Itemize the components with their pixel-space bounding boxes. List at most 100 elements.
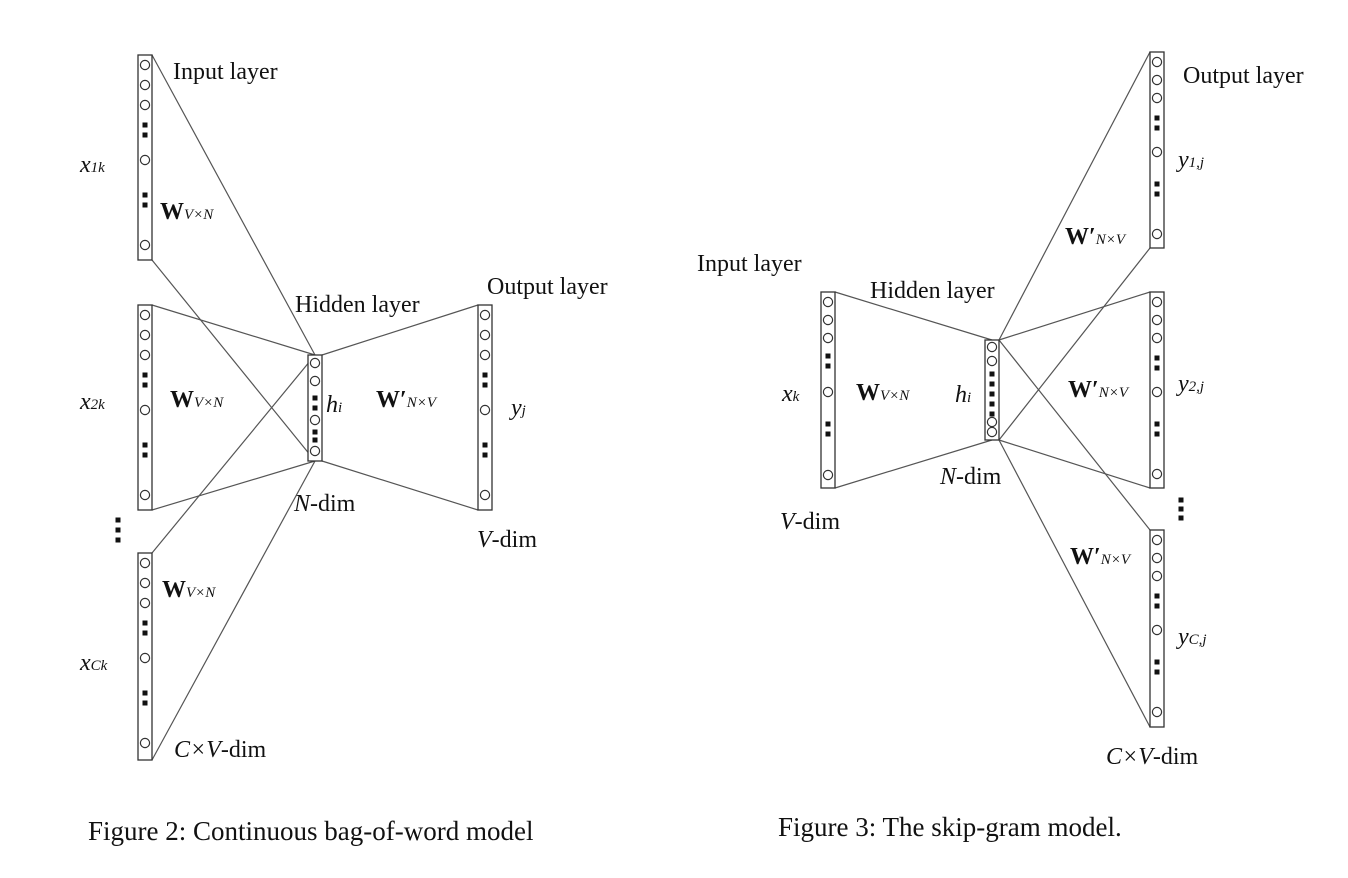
sg-output-layer-3-ellipsis-dot <box>1154 593 1160 599</box>
cbow-input-layer-2-ellipsis-dot <box>142 382 148 388</box>
sg-output-layer-2-ellipsis-dot <box>1154 355 1160 361</box>
sg-output-layer-3-node <box>1151 624 1163 636</box>
sg-output-layer-1-ellipsis-dot <box>1154 125 1160 131</box>
sg-output-layer-1-ellipsis-dot <box>1154 191 1160 197</box>
cbow-input-layer-1-ellipsis-dot <box>142 132 148 138</box>
sg-input-layer-ellipsis-dot <box>825 421 831 427</box>
cbow-input-layer-2-node <box>139 404 151 416</box>
cbow-input-layer-3 <box>137 552 153 761</box>
cbow-connection-line <box>151 460 316 511</box>
sg-connection-line <box>998 291 1151 341</box>
cbow-output-layer-ellipsis-dot <box>482 372 488 378</box>
sg-input-layer-node <box>822 332 834 344</box>
sg-output-var-1: y1,j <box>1178 147 1205 173</box>
cbow-output-layer-node <box>479 404 491 416</box>
sg-output-var-2: y2,j <box>1178 371 1205 397</box>
cbow-vertical-ellipsis-dot <box>115 517 121 523</box>
sg-output-var-c: yC,j <box>1178 624 1207 650</box>
sg-output-layer-2-node <box>1151 386 1163 398</box>
sg-connection-line <box>998 339 1151 531</box>
sg-weight-in: WV×N <box>856 380 910 406</box>
cbow-input-layer-label: Input layer <box>173 59 278 85</box>
sg-hidden-layer-node <box>986 426 998 438</box>
sg-weight-out-1: W′N×V <box>1065 224 1126 250</box>
sg-input-layer-node <box>822 386 834 398</box>
cbow-weight-out: W′N×V <box>376 387 437 413</box>
cbow-hidden-layer <box>307 354 323 462</box>
cbow-hidden-layer-node <box>309 414 321 426</box>
cbow-weight-in-2: WV×N <box>170 387 224 413</box>
cbow-output-layer-ellipsis-dot <box>482 442 488 448</box>
cbow-connection-line <box>151 259 316 462</box>
cbow-hidden-layer-node <box>309 445 321 457</box>
cbow-hidden-layer-label: Hidden layer <box>295 292 420 318</box>
sg-weight-out-2: W′N×V <box>1068 377 1129 403</box>
cbow-input-layer-3-node <box>139 737 151 749</box>
sg-hidden-var: hi <box>955 382 972 408</box>
sg-hidden-layer-ellipsis-dot <box>989 411 995 417</box>
sg-vertical-ellipsis-dot <box>1178 515 1184 521</box>
cbow-input-dim: C×V-dim <box>174 737 267 763</box>
cbow-input-layer-3-ellipsis-dot <box>142 630 148 636</box>
cbow-input-layer-2-ellipsis-dot <box>142 442 148 448</box>
sg-input-layer-label: Input layer <box>697 251 802 277</box>
sg-hidden-layer-box <box>984 339 1000 441</box>
cbow-weight-in-1: WV×N <box>160 199 214 225</box>
sg-output-layer-1-node <box>1151 74 1163 86</box>
sg-output-layer-2-ellipsis-dot <box>1154 365 1160 371</box>
sg-output-layer-1 <box>1149 51 1165 249</box>
sg-hidden-layer-ellipsis-dot <box>989 381 995 387</box>
cbow-hidden-layer-ellipsis-dot <box>312 429 318 435</box>
cbow-input-layer-1-ellipsis-dot <box>142 122 148 128</box>
cbow-input-var-1: x1k <box>80 152 105 178</box>
cbow-input-layer-2 <box>137 304 153 511</box>
cbow-output-layer <box>477 304 493 511</box>
sg-input-layer-ellipsis-dot <box>825 353 831 359</box>
cbow-connection-line <box>151 54 316 356</box>
cbow-output-layer-ellipsis-dot <box>482 382 488 388</box>
sg-output-layer-3-node <box>1151 570 1163 582</box>
sg-output-layer-2-node <box>1151 314 1163 326</box>
cbow-input-var-c: xCk <box>80 650 108 676</box>
sg-output-layer-1-ellipsis-dot <box>1154 181 1160 187</box>
sg-input-var: xk <box>782 381 800 407</box>
cbow-input-layer-2-ellipsis-dot <box>142 452 148 458</box>
sg-output-layer-3-node <box>1151 552 1163 564</box>
cbow-weight-in-c: WV×N <box>162 577 216 603</box>
cbow-hidden-layer-ellipsis-dot <box>312 437 318 443</box>
sg-input-layer-ellipsis-dot <box>825 363 831 369</box>
sg-output-layer-1-node <box>1151 92 1163 104</box>
sg-connection-line <box>998 439 1151 728</box>
cbow-caption: Figure 2: Continuous bag-of-word model <box>88 816 534 846</box>
cbow-connection-line <box>151 354 316 554</box>
cbow-input-layer-3-ellipsis-dot <box>142 690 148 696</box>
sg-output-layer-1-node <box>1151 56 1163 68</box>
cbow-input-layer-1-node <box>139 239 151 251</box>
sg-output-layer-3-ellipsis-dot <box>1154 603 1160 609</box>
cbow-hidden-dim: N-dim <box>294 491 356 517</box>
sg-hidden-layer-node <box>986 355 998 367</box>
cbow-input-layer-3-node <box>139 652 151 664</box>
cbow-input-layer-1-node <box>139 59 151 71</box>
sg-output-layer-1-ellipsis-dot <box>1154 115 1160 121</box>
cbow-connection-line <box>321 304 479 356</box>
sg-vertical-ellipsis-dot <box>1178 497 1184 503</box>
cbow-vertical-ellipsis <box>115 517 121 543</box>
cbow-input-layer-1 <box>137 54 153 261</box>
sg-input-layer-node <box>822 314 834 326</box>
sg-hidden-layer-label: Hidden layer <box>870 278 995 304</box>
cbow-hidden-layer-ellipsis-dot <box>312 405 318 411</box>
cbow-output-layer-node <box>479 309 491 321</box>
sg-input-layer-node <box>822 469 834 481</box>
cbow-input-layer-2-node <box>139 349 151 361</box>
sg-connection-line <box>998 247 1151 441</box>
sg-output-layer-label: Output layer <box>1183 63 1304 89</box>
cbow-vertical-ellipsis-dot <box>115 537 121 543</box>
cbow-input-layer-3-ellipsis-dot <box>142 620 148 626</box>
sg-output-layer-2-ellipsis-dot <box>1154 431 1160 437</box>
cbow-output-dim: V-dim <box>477 527 537 553</box>
cbow-input-layer-3-ellipsis-dot <box>142 700 148 706</box>
sg-input-layer-node <box>822 296 834 308</box>
layer-vectors <box>115 51 1184 761</box>
